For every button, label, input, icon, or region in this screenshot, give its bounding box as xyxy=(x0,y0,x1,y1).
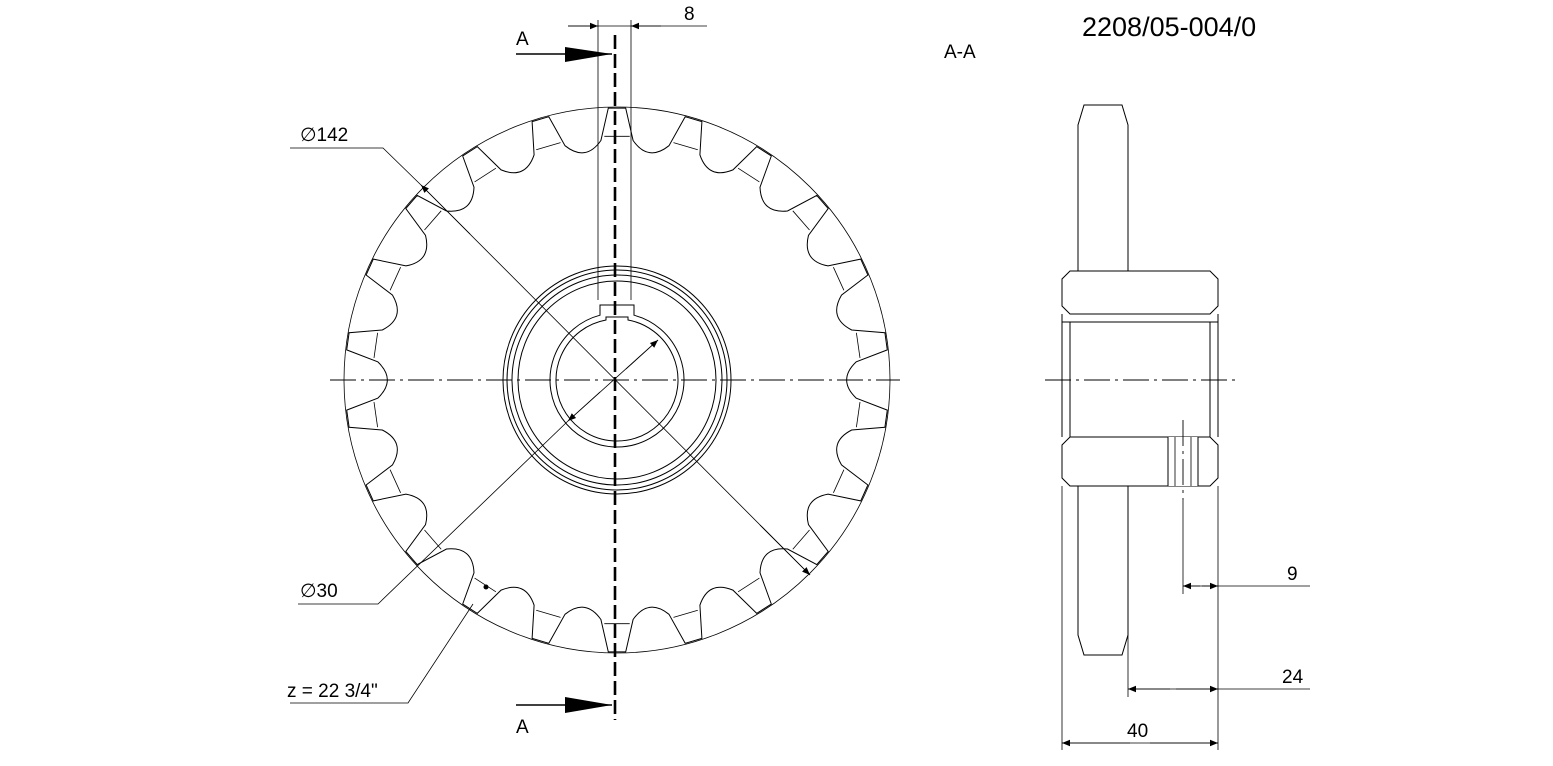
hub-offset-label: 24 xyxy=(1282,667,1304,688)
sprocket-profile xyxy=(346,107,888,653)
tooth-tip-mark xyxy=(737,167,760,183)
tooth-tip-mark xyxy=(737,577,760,593)
tooth-tip-mark xyxy=(833,469,845,493)
outer-diameter-label: ∅142 xyxy=(300,125,348,146)
section-title: A-A xyxy=(944,42,976,63)
hole-dim-label: 9 xyxy=(1287,564,1298,585)
tooth-tip-mark xyxy=(424,529,442,550)
hub-length-label: 40 xyxy=(1127,721,1148,742)
bore-dim-arrow-2 xyxy=(625,339,659,370)
tooth-tip-mark xyxy=(673,142,698,151)
drawing-number: 2208/05-004/0 xyxy=(1082,12,1256,42)
lower-tooth-section xyxy=(1077,485,1129,656)
lower-hub-section xyxy=(1061,436,1219,487)
tooth-tip-mark xyxy=(373,402,378,428)
keyway-width-label: 8 xyxy=(684,4,695,25)
teeth-spec-dot xyxy=(483,584,489,590)
section-view: 9 24 40 xyxy=(1045,104,1310,750)
bore-diameter-leader xyxy=(298,420,569,605)
teeth-spec-leader xyxy=(290,603,474,704)
tooth-tip-mark xyxy=(792,529,810,550)
tooth-tip-mark xyxy=(856,402,861,428)
section-marker-top: A xyxy=(516,29,529,50)
bore-dim-arrow-1 xyxy=(567,391,601,422)
tooth-tip-mark xyxy=(373,332,378,358)
section-marker-bottom: A xyxy=(516,717,529,738)
outer-diameter-leader xyxy=(290,147,422,186)
outer-diameter-dim-line xyxy=(420,184,811,576)
upper-hub-section xyxy=(1061,270,1219,315)
tooth-tip-mark xyxy=(536,609,561,618)
tooth-tip-mark xyxy=(536,142,561,151)
tooth-tip-mark xyxy=(389,469,401,493)
upper-tooth-section xyxy=(1077,104,1129,272)
section-arrow-bottom-head xyxy=(565,697,612,713)
outer-dim-arrow-2 xyxy=(759,524,811,576)
bore-chamfer xyxy=(555,316,679,442)
tooth-tip-mark xyxy=(389,267,401,291)
tooth-tip-mark xyxy=(792,210,810,231)
bore-outline xyxy=(549,304,685,448)
tooth-tip-mark xyxy=(856,332,861,358)
section-arrow-top-head xyxy=(565,47,612,62)
outer-dim-arrow-1 xyxy=(420,184,471,235)
tooth-tip-mark xyxy=(474,167,497,183)
tooth-tip-mark xyxy=(424,210,442,231)
tooth-tip-mark xyxy=(673,609,698,618)
tooth-tips xyxy=(373,135,861,625)
front-view: 8 A A ∅142 ∅30 z = 22 3/4" xyxy=(287,4,900,738)
bore-diameter-label: ∅30 xyxy=(300,581,338,602)
teeth-spec-label: z = 22 3/4" xyxy=(287,681,378,702)
tooth-tip-mark xyxy=(833,267,845,291)
